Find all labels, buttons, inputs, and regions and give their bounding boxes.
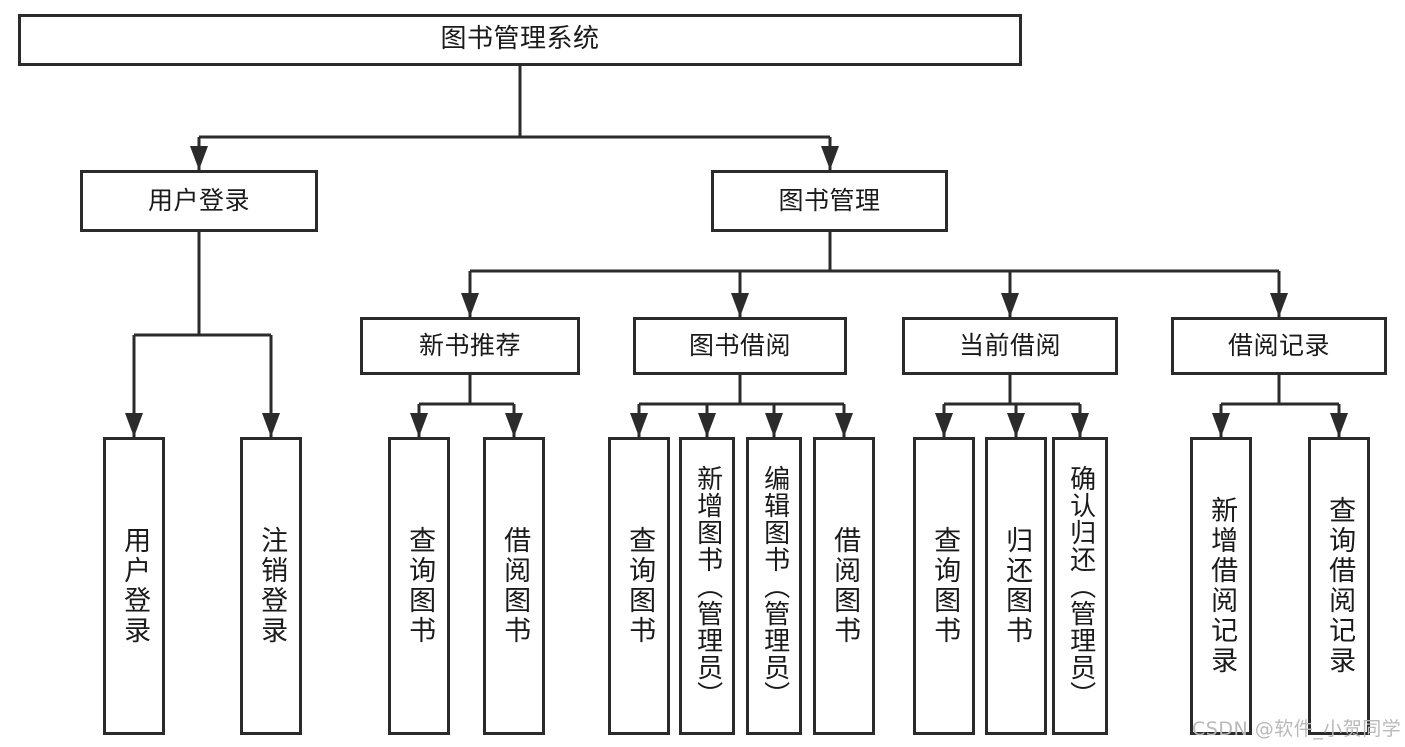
node-leaf-query-record[interactable]: 查询借阅记录: [1308, 437, 1370, 735]
arrowhead-icon-current: [1001, 293, 1019, 317]
node-leaf-confirm-return[interactable]: 确认归还（管理员）: [1052, 437, 1108, 735]
node-label-leaf-borrow-book-1: 借阅图书: [499, 526, 531, 646]
node-borrow[interactable]: 图书借阅: [633, 317, 847, 375]
arrowhead-icon-leaf-user-login: [125, 413, 143, 437]
node-records[interactable]: 借阅记录: [1171, 317, 1387, 375]
node-bookmgmt[interactable]: 图书管理: [711, 170, 948, 232]
node-leaf-query-book-1[interactable]: 查询图书: [388, 437, 450, 735]
arrowhead-icon-leaf-return-book: [1007, 413, 1025, 437]
node-leaf-query-book-2[interactable]: 查询图书: [608, 437, 670, 735]
node-label-borrow: 图书借阅: [688, 330, 791, 360]
arrowhead-icon-login: [190, 146, 208, 170]
node-label-leaf-return-book: 归还图书: [1001, 526, 1033, 646]
node-leaf-borrow-book-2[interactable]: 借阅图书: [813, 437, 875, 735]
arrowhead-icon-leaf-add-record: [1212, 413, 1230, 437]
node-label-leaf-query-record: 查询借阅记录: [1324, 496, 1356, 676]
node-label-newbook: 新书推荐: [418, 330, 521, 360]
node-root[interactable]: 图书管理系统: [18, 14, 1022, 66]
arrowhead-icon-leaf-query-book-1: [410, 413, 428, 437]
arrowhead-icon-leaf-add-book: [698, 413, 716, 437]
node-label-leaf-user-login: 用户登录: [119, 526, 151, 646]
node-label-leaf-add-record: 新增借阅记录: [1206, 496, 1238, 676]
node-login[interactable]: 用户登录: [80, 170, 318, 232]
arrowhead-icon-leaf-confirm-return: [1071, 413, 1089, 437]
node-leaf-query-book-3[interactable]: 查询图书: [913, 437, 975, 735]
node-label-leaf-query-book-1: 查询图书: [404, 526, 436, 646]
node-label-leaf-edit-book: 编辑图书（管理员）: [759, 464, 790, 708]
arrowhead-icon-leaf-edit-book: [765, 413, 783, 437]
arrowhead-icon-records: [1270, 293, 1288, 317]
node-label-leaf-user-logout: 注销登录: [256, 526, 288, 646]
node-leaf-edit-book[interactable]: 编辑图书（管理员）: [746, 437, 802, 735]
arrowhead-icon-borrow: [731, 293, 749, 317]
arrowhead-icon-leaf-query-record: [1330, 413, 1348, 437]
node-leaf-borrow-book-1[interactable]: 借阅图书: [483, 437, 545, 735]
csdn-watermark: CSDN @软件_小贺同学: [1192, 718, 1402, 740]
node-label-leaf-query-book-3: 查询图书: [929, 526, 961, 646]
arrowhead-icon-bookmgmt: [821, 146, 839, 170]
node-leaf-user-logout[interactable]: 注销登录: [240, 437, 302, 735]
arrowhead-icon-leaf-query-book-3: [935, 413, 953, 437]
node-label-records: 借阅记录: [1227, 330, 1330, 360]
arrowhead-icon-newbook: [461, 293, 479, 317]
node-label-root: 图书管理系统: [440, 24, 600, 55]
node-label-login: 用户登录: [147, 185, 250, 215]
node-label-leaf-borrow-book-2: 借阅图书: [829, 526, 861, 646]
node-leaf-add-book[interactable]: 新增图书（管理员）: [679, 437, 735, 735]
arrowhead-icon-leaf-user-logout: [262, 413, 280, 437]
node-label-leaf-confirm-return: 确认归还（管理员）: [1065, 464, 1096, 708]
node-leaf-user-login[interactable]: 用户登录: [103, 437, 165, 735]
node-label-current: 当前借阅: [958, 330, 1061, 360]
node-leaf-return-book[interactable]: 归还图书: [985, 437, 1047, 735]
arrowhead-icon-leaf-borrow-book-1: [505, 413, 523, 437]
node-newbook[interactable]: 新书推荐: [360, 317, 580, 375]
node-current[interactable]: 当前借阅: [902, 317, 1118, 375]
arrowhead-icon-leaf-query-book-2: [630, 413, 648, 437]
arrowhead-icon-leaf-borrow-book-2: [835, 413, 853, 437]
node-label-bookmgmt: 图书管理: [778, 185, 881, 215]
node-label-leaf-add-book: 新增图书（管理员）: [692, 464, 723, 708]
node-leaf-add-record[interactable]: 新增借阅记录: [1190, 437, 1252, 735]
node-label-leaf-query-book-2: 查询图书: [624, 526, 656, 646]
